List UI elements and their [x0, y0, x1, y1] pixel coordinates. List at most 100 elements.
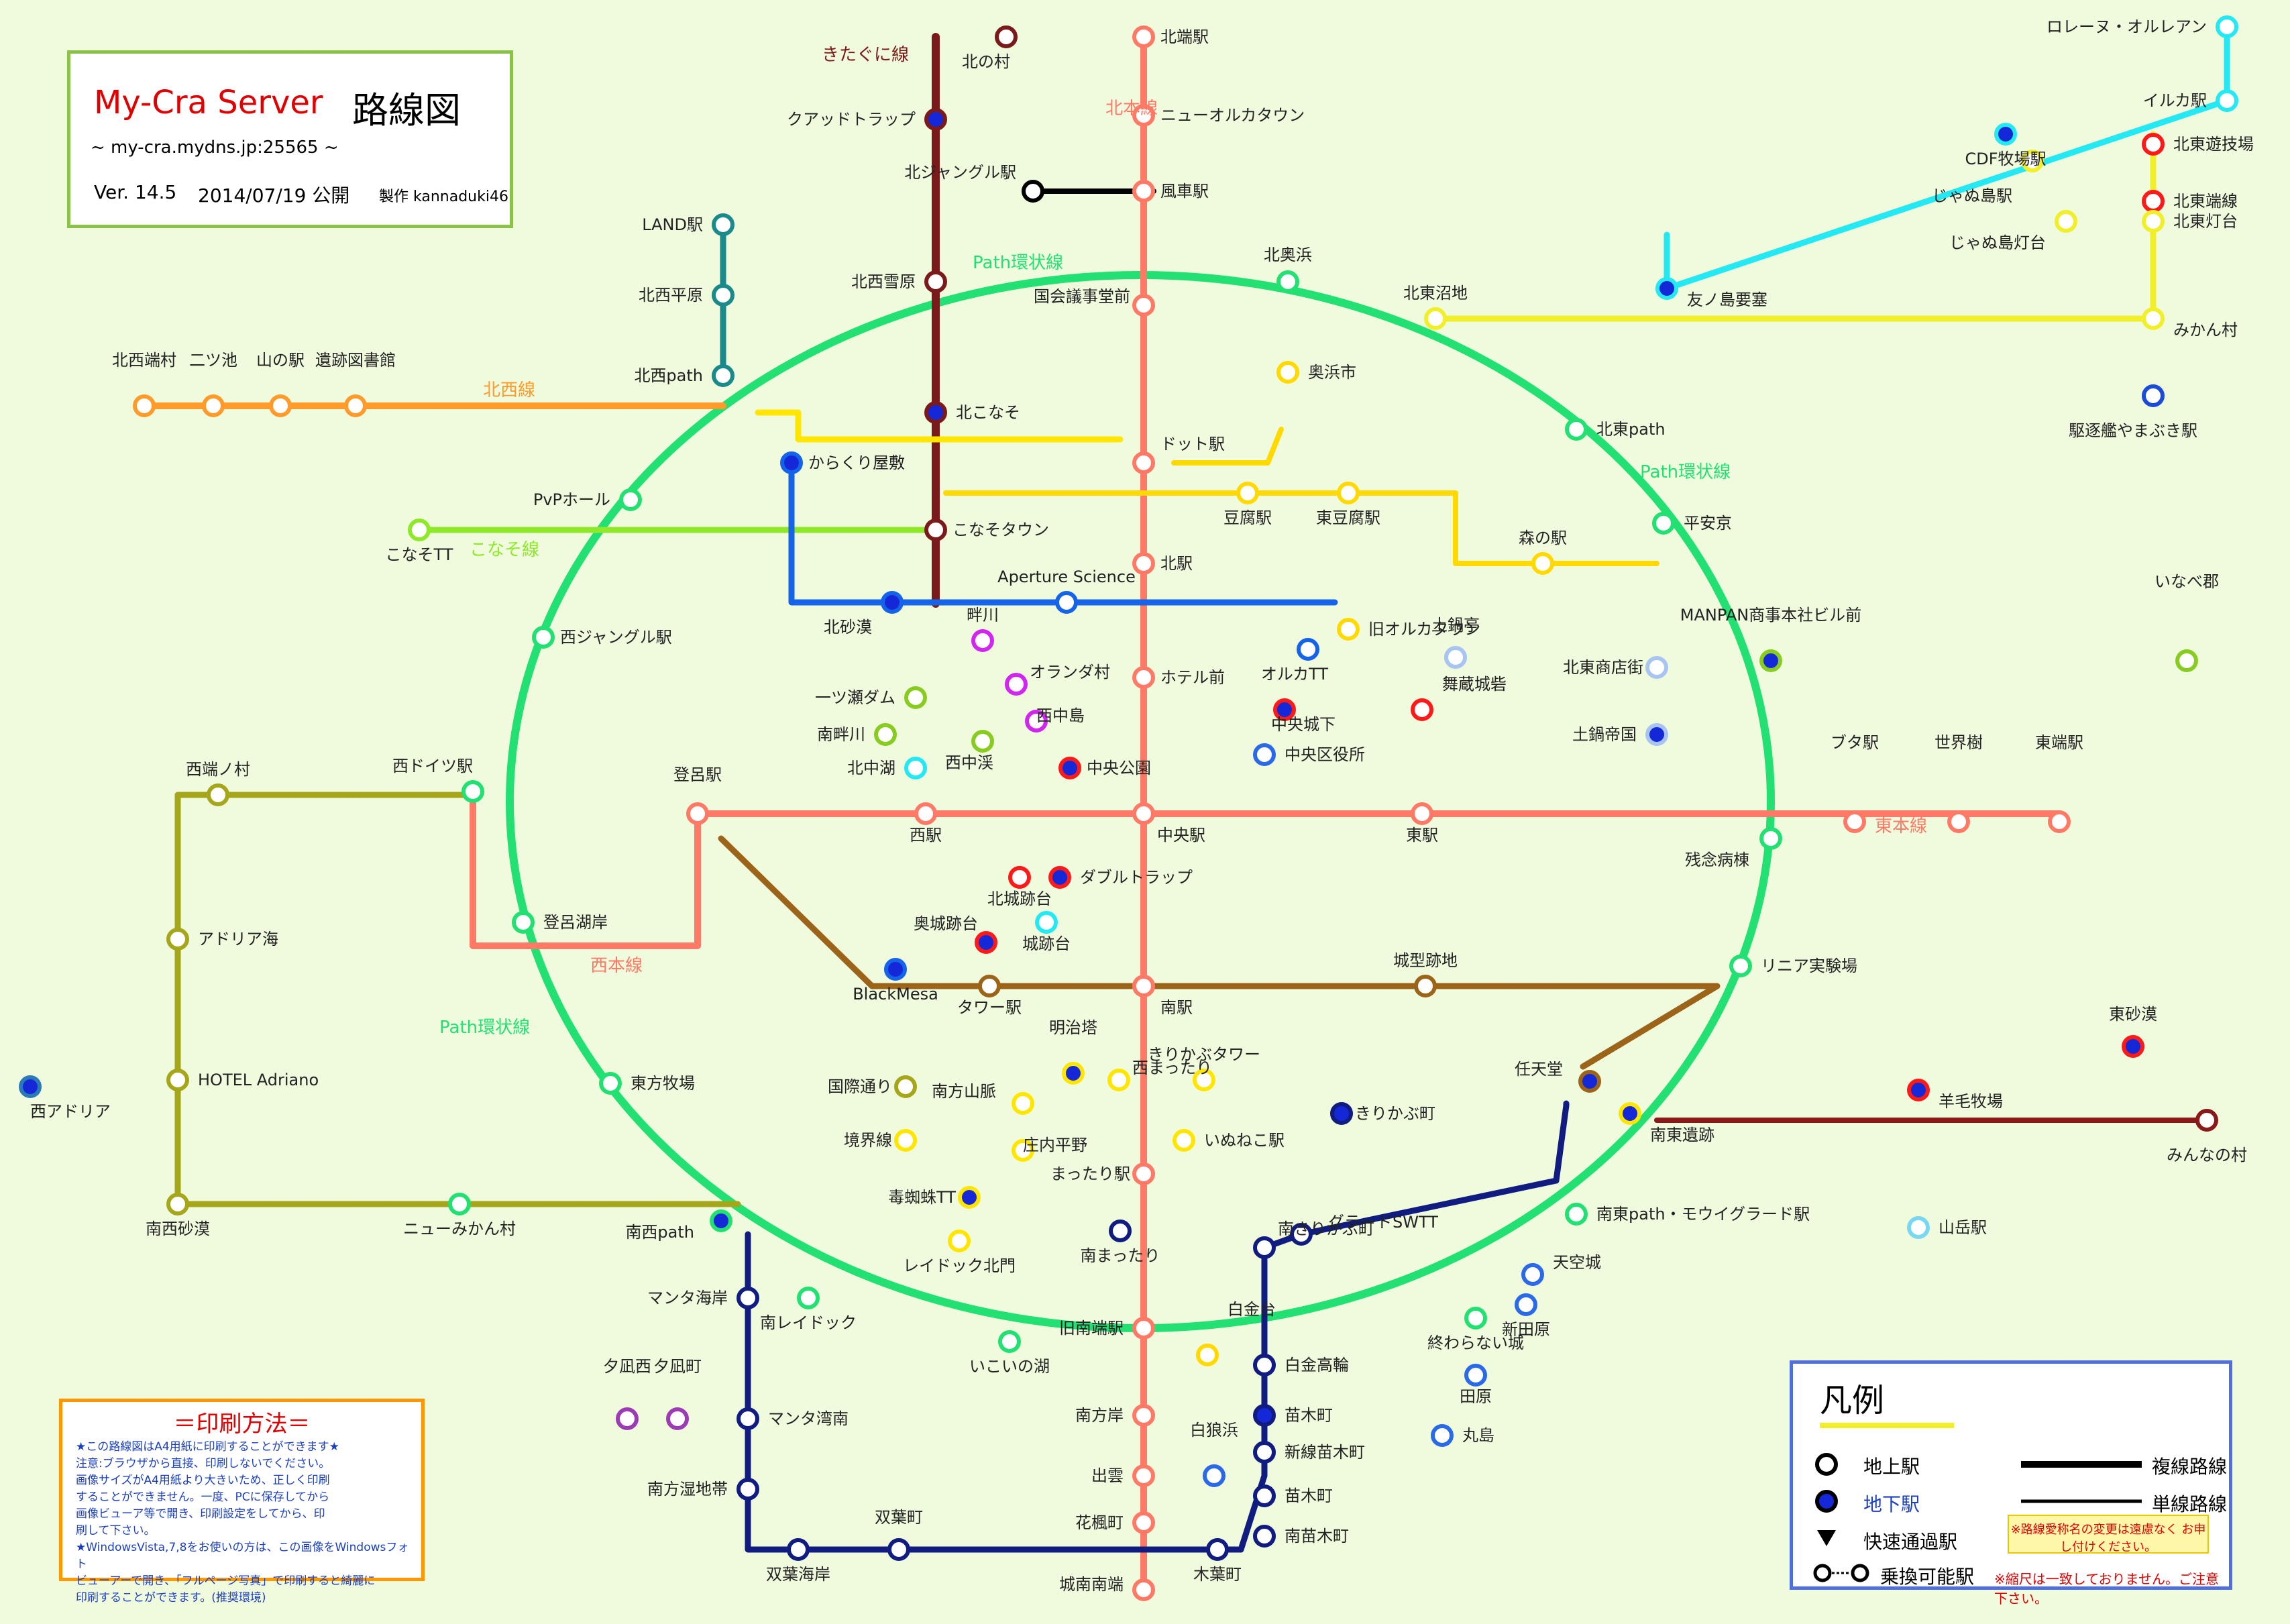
station[interactable] — [1337, 618, 1360, 641]
station[interactable] — [1132, 666, 1155, 689]
station[interactable] — [1055, 591, 1078, 614]
station[interactable] — [971, 730, 994, 753]
station[interactable] — [166, 1069, 189, 1091]
station[interactable] — [1253, 1236, 1276, 1259]
station[interactable] — [904, 757, 927, 779]
station[interactable] — [344, 394, 367, 417]
station[interactable] — [2142, 190, 2165, 213]
station[interactable] — [884, 958, 907, 981]
station[interactable] — [2216, 89, 2238, 112]
station[interactable] — [1515, 1293, 1537, 1316]
station[interactable] — [1290, 1223, 1313, 1246]
station[interactable] — [1109, 1220, 1132, 1242]
station[interactable] — [1193, 1069, 1215, 1091]
station[interactable] — [2142, 307, 2165, 330]
station[interactable] — [269, 394, 292, 417]
station[interactable] — [1132, 552, 1155, 575]
station[interactable] — [998, 1330, 1021, 1353]
station[interactable] — [207, 783, 229, 806]
station[interactable] — [1444, 646, 1467, 669]
station[interactable] — [1273, 698, 1296, 721]
station[interactable] — [1655, 277, 1678, 300]
station[interactable] — [1012, 1139, 1034, 1162]
station[interactable] — [1025, 710, 1048, 733]
station[interactable] — [904, 686, 927, 709]
station[interactable] — [978, 975, 1001, 997]
station[interactable] — [1297, 638, 1319, 661]
station[interactable] — [166, 1193, 189, 1215]
station[interactable] — [616, 1407, 639, 1430]
station[interactable] — [1132, 1404, 1155, 1427]
station[interactable] — [2055, 210, 2077, 233]
station[interactable] — [737, 1478, 759, 1501]
station[interactable] — [166, 928, 189, 951]
station[interactable] — [1132, 1162, 1155, 1185]
station[interactable] — [1253, 743, 1276, 766]
station[interactable] — [1276, 361, 1299, 384]
station[interactable] — [1048, 866, 1071, 889]
station[interactable] — [1173, 1129, 1195, 1152]
station[interactable] — [1203, 1464, 1225, 1487]
station[interactable] — [1652, 512, 1675, 535]
station[interactable] — [1132, 975, 1155, 997]
station[interactable] — [737, 1407, 759, 1430]
station[interactable] — [619, 488, 642, 511]
station[interactable] — [532, 626, 555, 649]
station[interactable] — [408, 519, 431, 541]
station[interactable] — [1132, 1464, 1155, 1487]
station[interactable] — [780, 451, 803, 474]
station[interactable] — [1132, 180, 1155, 203]
station[interactable] — [1411, 698, 1433, 721]
station[interactable] — [894, 1075, 917, 1098]
station[interactable] — [1907, 1216, 1930, 1239]
station[interactable] — [666, 1407, 689, 1430]
station[interactable] — [1196, 1344, 1219, 1366]
station[interactable] — [1206, 1538, 1229, 1561]
station[interactable] — [712, 364, 734, 387]
station[interactable] — [1132, 1511, 1155, 1534]
station[interactable] — [1645, 723, 1668, 746]
station[interactable] — [1253, 1484, 1276, 1507]
station[interactable] — [599, 1072, 622, 1095]
station[interactable] — [1521, 1263, 1544, 1286]
station[interactable] — [461, 780, 484, 803]
station[interactable] — [1578, 1070, 1601, 1093]
station[interactable] — [1424, 307, 1447, 330]
station[interactable] — [1107, 1069, 1130, 1091]
station[interactable] — [448, 1193, 471, 1215]
station[interactable] — [2216, 15, 2238, 38]
station[interactable] — [924, 401, 947, 424]
station[interactable] — [1645, 656, 1668, 679]
station[interactable] — [787, 1538, 810, 1561]
station[interactable] — [881, 591, 904, 614]
station[interactable] — [1253, 1404, 1276, 1427]
station[interactable] — [2021, 150, 2044, 172]
station[interactable] — [948, 1230, 971, 1252]
station[interactable] — [1414, 975, 1437, 997]
station[interactable] — [710, 1209, 732, 1232]
station[interactable] — [1531, 552, 1554, 575]
station[interactable] — [1035, 911, 1058, 934]
station[interactable] — [924, 270, 947, 293]
station[interactable] — [1008, 866, 1031, 889]
station[interactable] — [874, 723, 897, 746]
station[interactable] — [1464, 1307, 1487, 1330]
station[interactable] — [1132, 104, 1155, 127]
station[interactable] — [1330, 1102, 1353, 1125]
station[interactable] — [1565, 418, 1588, 441]
station[interactable] — [202, 394, 225, 417]
station[interactable] — [1411, 802, 1433, 825]
station[interactable] — [1132, 1578, 1155, 1601]
station[interactable] — [995, 25, 1018, 48]
station[interactable] — [2142, 133, 2165, 156]
station[interactable] — [1132, 802, 1155, 825]
station[interactable] — [924, 108, 947, 131]
station[interactable] — [1431, 1424, 1454, 1447]
station[interactable] — [1132, 1317, 1155, 1340]
station[interactable] — [512, 911, 535, 934]
station[interactable] — [1565, 1203, 1588, 1226]
station[interactable] — [1994, 123, 2017, 146]
station[interactable] — [1947, 810, 1970, 833]
station[interactable] — [958, 1186, 981, 1209]
station[interactable] — [1022, 180, 1044, 203]
